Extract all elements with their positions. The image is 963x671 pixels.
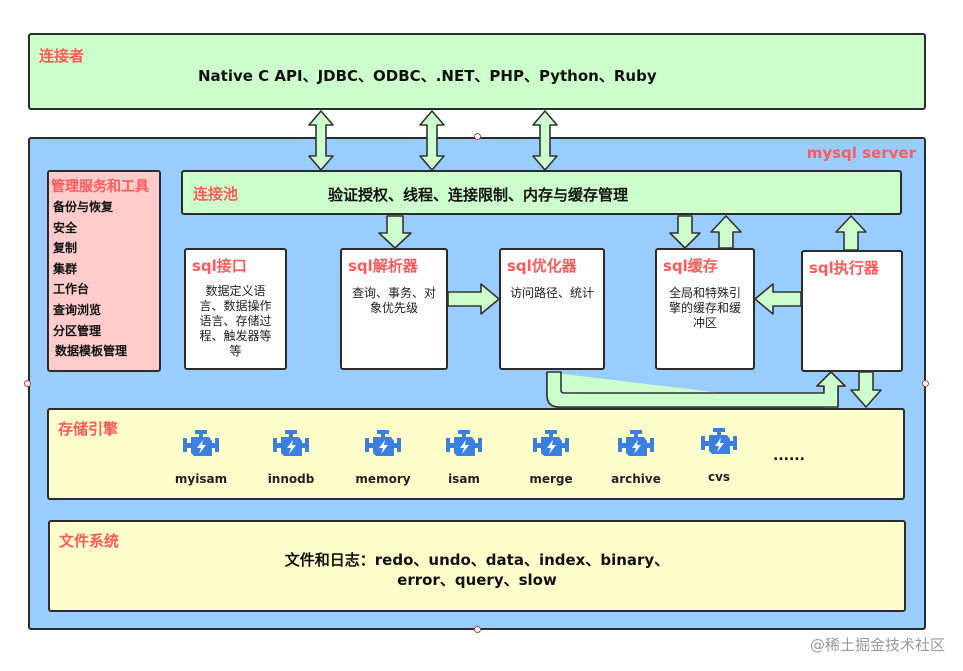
management-title: 管理服务和工具 (51, 179, 149, 195)
engine-item-myisam: myisam (166, 428, 236, 486)
arrow-cache-to-pool (710, 215, 742, 249)
management-item: 工作台 (53, 282, 90, 297)
arrow-executor-to-cache (754, 283, 802, 315)
double-arrow-3 (532, 110, 558, 171)
engine-label: innodb (267, 472, 315, 486)
engine-label: isam (448, 472, 480, 486)
engine-label: myisam (174, 472, 228, 486)
engine-item-isam: isam (429, 428, 499, 486)
engine-icon (183, 430, 219, 456)
engine-item-merge: merge (516, 428, 586, 486)
management-item: 数据模板管理 (55, 344, 128, 359)
sql-cache-title: sql缓存 (663, 257, 718, 275)
sql-parser-title: sql解析器 (348, 257, 418, 275)
filesystem-title: 文件系统 (59, 532, 120, 550)
arrow-executor-to-pool (835, 215, 867, 251)
engine-label: cvs (707, 470, 731, 484)
sql-parser-desc: 查询、事务、对象优先级 (351, 286, 436, 315)
engine-icon (446, 430, 482, 456)
handle-dot (922, 380, 929, 387)
management-item: 查询浏览 (53, 302, 102, 317)
engine-item-cvs: cvs (684, 426, 754, 484)
engine-icon (273, 430, 309, 456)
arrow-parser-to-optimizer (447, 283, 500, 315)
engine-icon (533, 430, 569, 456)
sql-executor-box: sql执行器 (801, 250, 903, 372)
server-title: mysql server (806, 144, 916, 162)
handle-dot (24, 380, 31, 387)
filesystem-line1: 文件和日志：redo、undo、data、index、binary、 (284, 551, 670, 569)
pool-desc: 验证授权、线程、连接限制、内存与缓存管理 (328, 186, 629, 204)
management-item: 集群 (53, 261, 78, 276)
management-list: 备份与恢复 安全 复制 集群 工作台 查询浏览 分区管理 数据模板管理 (53, 197, 127, 362)
sql-parser-box: sql解析器 查询、事务、对象优先级 (340, 248, 448, 370)
sql-interface-title: sql接口 (192, 257, 247, 275)
sql-optimizer-box: sql优化器 访问路径、统计 (499, 248, 605, 370)
management-item: 安全 (53, 220, 78, 235)
engine-item-archive: archive (601, 428, 671, 486)
engine-icon (701, 428, 737, 454)
management-item: 复制 (53, 241, 78, 256)
sql-optimizer-desc: 访问路径、统计 (509, 286, 594, 300)
handle-dot (474, 626, 481, 633)
sql-cache-desc: 全局和特殊引擎的缓存和缓冲区 (668, 286, 741, 330)
pool-title: 连接池 (193, 185, 239, 203)
handle-dot (474, 133, 481, 140)
double-arrow-1 (308, 110, 334, 171)
file-system-panel: 文件系统 文件和日志：redo、undo、data、index、binary、 … (48, 520, 906, 612)
watermark: @稀土掘金技术社区 (809, 636, 945, 654)
arrow-executor-to-storage (850, 371, 882, 408)
engine-label: archive (611, 472, 661, 486)
engine-icon (618, 430, 654, 456)
storage-engine-panel: 存储引擎 ...... (47, 408, 905, 500)
filesystem-line2: error、query、slow (397, 571, 557, 589)
engine-item-innodb: innodb (256, 428, 326, 486)
engine-label: memory (355, 472, 411, 486)
connection-pool-panel: 连接池 验证授权、线程、连接限制、内存与缓存管理 (181, 170, 902, 215)
storage-more: ...... (773, 448, 805, 464)
management-item: 分区管理 (53, 323, 102, 338)
connector-languages: Native C API、JDBC、ODBC、.NET、PHP、Python、R… (198, 67, 657, 85)
management-panel: 管理服务和工具 备份与恢复 安全 复制 集群 工作台 查询浏览 分区管理 数据模… (47, 170, 161, 372)
connector-panel: 连接者 Native C API、JDBC、ODBC、.NET、PHP、Pyth… (28, 33, 926, 110)
sql-cache-box: sql缓存 全局和特殊引擎的缓存和缓冲区 (655, 248, 755, 370)
arrow-pool-to-parser (378, 215, 412, 249)
sql-interface-desc: 数据定义语言、数据操作语言、存储过程、触发器等等 (199, 284, 272, 358)
arrow-pool-to-cache (669, 215, 701, 249)
connector-title: 连接者 (39, 47, 85, 65)
engine-item-memory: memory (348, 428, 418, 486)
management-item: 备份与恢复 (53, 200, 114, 214)
filesystem-desc: 文件和日志：redo、undo、data、index、binary、 error… (50, 550, 904, 590)
sql-executor-title: sql执行器 (809, 259, 879, 277)
engine-label: merge (529, 472, 573, 486)
double-arrow-2 (419, 110, 445, 171)
sql-interface-box: sql接口 数据定义语言、数据操作语言、存储过程、触发器等等 (184, 248, 287, 370)
sql-optimizer-title: sql优化器 (507, 257, 577, 275)
storage-title: 存储引擎 (58, 420, 119, 438)
engine-icon (365, 430, 401, 456)
